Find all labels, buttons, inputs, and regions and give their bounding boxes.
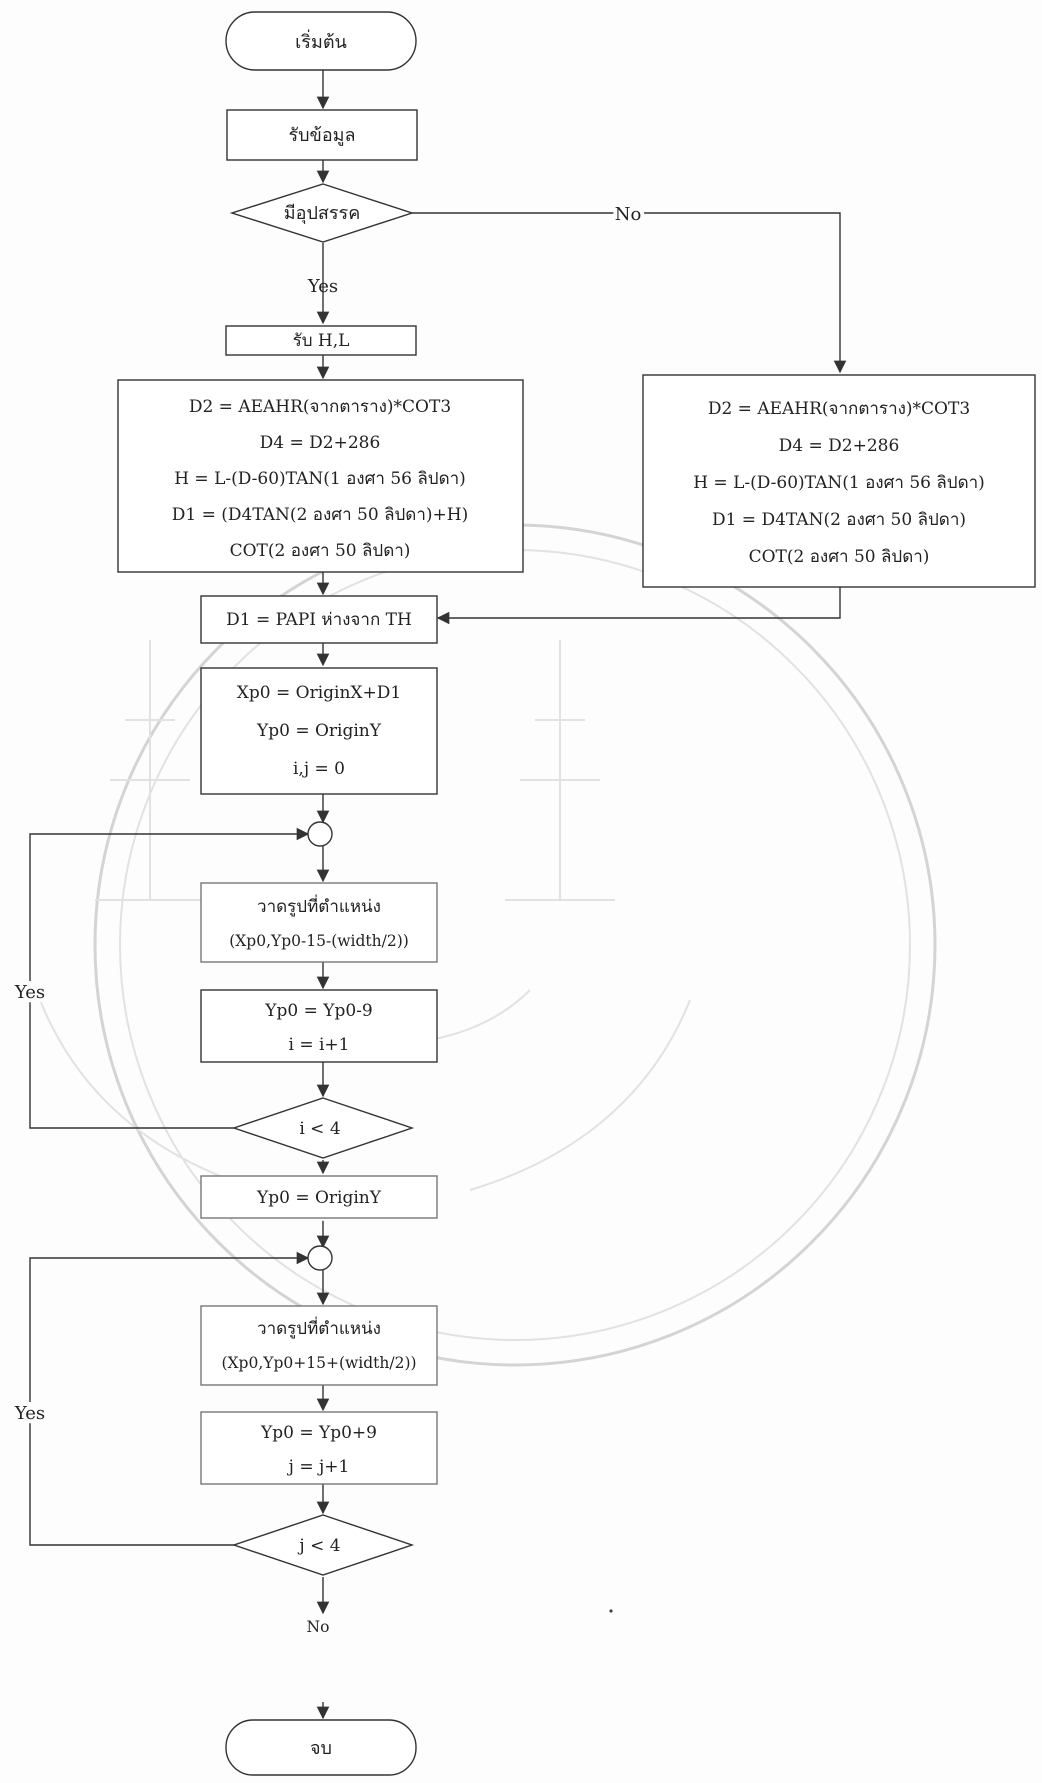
cond-i-label: i < 4 — [299, 1119, 340, 1139]
left-calc-process: D2 = AEAHR(จากตาราง)*COT3 D4 = D2+286 H … — [117, 379, 524, 573]
step-i-line-1: Yp0 = Yp0-9 — [264, 1001, 372, 1021]
left-calc-line-2: D4 = D2+286 — [260, 433, 381, 453]
connector-circle-1 — [307, 821, 333, 847]
get-hl-label: รับ H,L — [293, 331, 350, 351]
end-terminator: จบ — [225, 1719, 417, 1776]
yes-label-loop-j: Yes — [14, 1403, 45, 1424]
right-calc-process: D2 = AEAHR(จากตาราง)*COT3 D4 = D2+286 H … — [642, 374, 1036, 588]
cond-i-decision: i < 4 — [231, 1097, 415, 1159]
init-line-2: Yp0 = OriginY — [256, 721, 382, 741]
step-j-process: Yp0 = Yp0+9 j = j+1 — [200, 1411, 438, 1485]
draw-bottom-line-2: (Xp0,Yp0+15+(width/2)) — [221, 1354, 416, 1372]
draw-top-line-2: (Xp0,Yp0-15-(width/2)) — [229, 932, 409, 950]
end-label: จบ — [310, 1738, 332, 1759]
draw-top-line-1: วาดรูปที่ตำแหน่ง — [257, 894, 381, 917]
obstacle-label: มีอุปสรรค — [284, 203, 360, 224]
right-calc-line-1: D2 = AEAHR(จากตาราง)*COT3 — [708, 399, 970, 419]
step-j-line-1: Yp0 = Yp0+9 — [260, 1423, 377, 1443]
connectors — [29, 70, 847, 1720]
get-hl-process: รับ H,L — [225, 325, 417, 356]
step-i-process: Yp0 = Yp0-9 i = i+1 — [200, 989, 438, 1063]
right-calc-line-3: H = L-(D-60)TAN(1 องศา 56 ลิปดา) — [693, 473, 985, 493]
start-label: เริ่มต้น — [295, 29, 347, 53]
init-line-3: i,j = 0 — [293, 759, 345, 779]
input-label: รับข้อมูล — [288, 125, 355, 146]
reset-y-process: Yp0 = OriginY — [200, 1175, 438, 1219]
right-calc-line-4: D1 = D4TAN(2 องศา 50 ลิปดา) — [712, 510, 966, 530]
obstacle-decision: มีอุปสรรค — [229, 183, 415, 243]
left-calc-line-3: H = L-(D-60)TAN(1 องศา 56 ลิปดา) — [174, 469, 466, 489]
right-calc-line-2: D4 = D2+286 — [779, 436, 900, 456]
no-label-obstacle: No — [615, 204, 642, 225]
start-terminator: เริ่มต้น — [225, 11, 417, 71]
draw-bottom-process: วาดรูปที่ตำแหน่ง (Xp0,Yp0+15+(width/2)) — [200, 1305, 438, 1386]
init-process: Xp0 = OriginX+D1 Yp0 = OriginY i,j = 0 — [200, 667, 438, 795]
right-calc-line-5: COT(2 องศา 50 ลิปดา) — [749, 547, 930, 567]
yes-label-loop-i: Yes — [14, 982, 45, 1003]
cond-j-label: j < 4 — [297, 1536, 340, 1556]
scan-dot — [609, 1609, 613, 1613]
draw-bottom-line-1: วาดรูปที่ตำแหน่ง — [257, 1316, 381, 1339]
draw-top-process: วาดรูปที่ตำแหน่ง (Xp0,Yp0-15-(width/2)) — [200, 882, 438, 963]
left-calc-line-1: D2 = AEAHR(จากตาราง)*COT3 — [189, 397, 451, 417]
left-calc-line-5: COT(2 องศา 50 ลิปดา) — [230, 541, 411, 561]
init-line-1: Xp0 = OriginX+D1 — [237, 683, 401, 703]
cond-j-decision: j < 4 — [231, 1514, 415, 1576]
input-process: รับข้อมูล — [226, 109, 418, 161]
connector-circle-2 — [307, 1245, 333, 1271]
no-label-loop-j: No — [307, 1618, 330, 1636]
papi-label: D1 = PAPI ห่างจาก TH — [226, 610, 412, 630]
papi-process: D1 = PAPI ห่างจาก TH — [200, 595, 438, 644]
step-j-line-2: j = j+1 — [287, 1457, 350, 1477]
left-calc-line-4: D1 = (D4TAN(2 องศา 50 ลิปดา)+H) — [172, 505, 468, 525]
reset-y-label: Yp0 = OriginY — [256, 1188, 382, 1208]
yes-label-obstacle: Yes — [307, 276, 338, 297]
watermark-seal-icon — [39, 523, 937, 1367]
step-i-line-2: i = i+1 — [289, 1035, 350, 1055]
